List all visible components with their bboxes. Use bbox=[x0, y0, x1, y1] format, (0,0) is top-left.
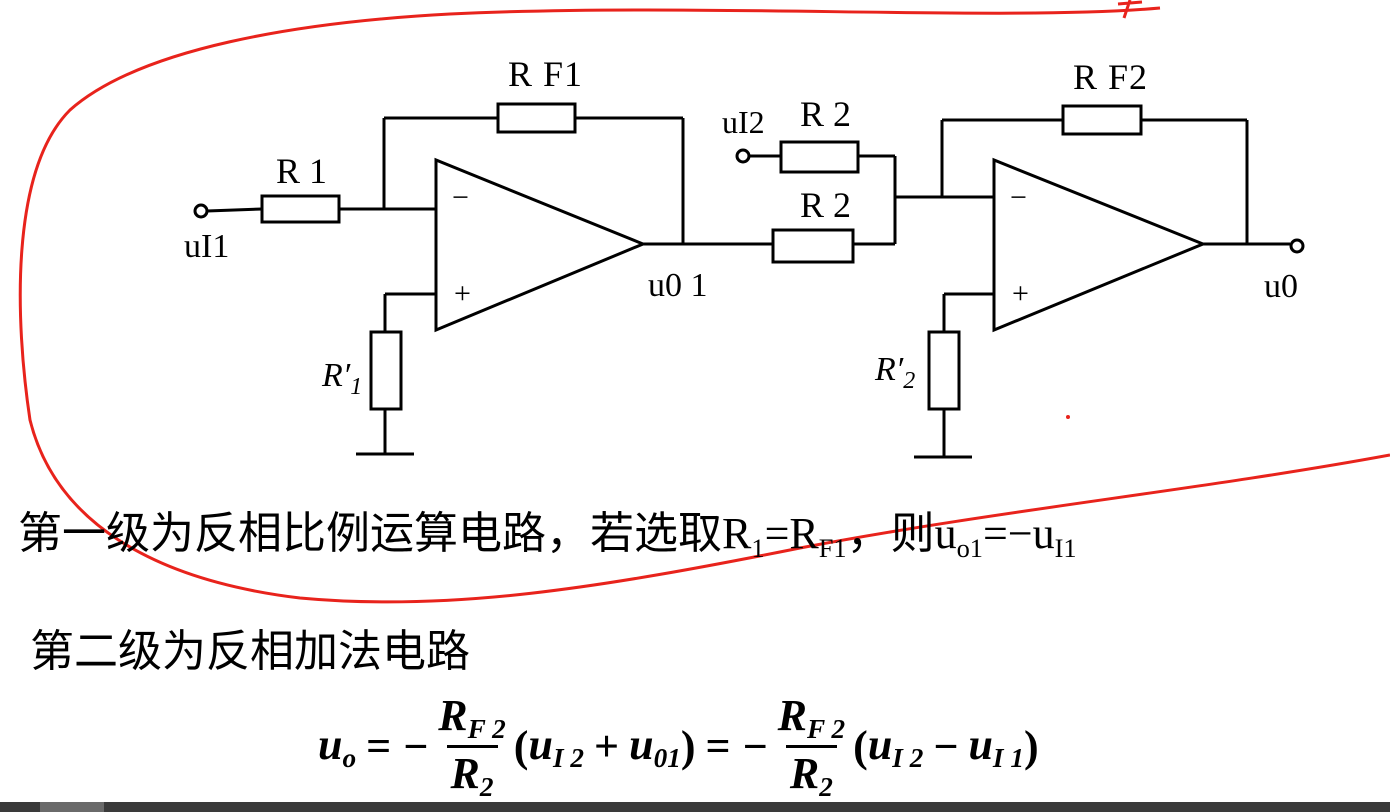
formula-eq: = bbox=[366, 722, 392, 772]
formula-uo1: u01 bbox=[629, 720, 681, 774]
formula-neg2: − bbox=[742, 722, 768, 772]
resistor-r2-bottom bbox=[771, 228, 855, 264]
annotation-dot bbox=[1066, 415, 1070, 419]
formula-minus: − bbox=[933, 722, 959, 772]
label-r1: R 1 bbox=[276, 151, 327, 191]
label-r2-bottom: R 2 bbox=[800, 185, 851, 225]
formula-fraction-1: RF 2 R2 bbox=[438, 691, 506, 803]
formula-fraction-2: RF 2 R2 bbox=[777, 691, 846, 803]
line1-part: =R bbox=[764, 509, 819, 558]
explanation-line-1: 第一级为反相比例运算电路，若选取R1=RF1，则uo1=−uI1 bbox=[18, 512, 1077, 562]
formula-lparen: ( bbox=[513, 722, 529, 772]
resistor-rf1 bbox=[496, 102, 577, 134]
label-rf2: R F2 bbox=[1073, 57, 1148, 97]
formula-rparen: ) bbox=[680, 722, 696, 772]
explanation-line-2: 第二级为反相加法电路 bbox=[30, 627, 470, 676]
label-uo: u0 bbox=[1264, 268, 1298, 305]
line1-sub: 1 bbox=[751, 533, 765, 564]
resistor-rf2 bbox=[1061, 104, 1143, 136]
annotation-tick bbox=[1117, 0, 1143, 19]
resistor-r2-top bbox=[779, 140, 860, 174]
player-progress-bar[interactable] bbox=[0, 802, 1390, 812]
wire bbox=[206, 207, 263, 213]
formula-ui2: uI 2 bbox=[528, 720, 584, 774]
line1-sub: I1 bbox=[1054, 533, 1077, 564]
line1-part: ，则u bbox=[846, 509, 957, 558]
annotation-loop bbox=[18, 6, 1390, 604]
formula-lparen: ( bbox=[853, 722, 868, 772]
terminal-ui2 bbox=[735, 148, 751, 164]
formula-eq2: = bbox=[705, 722, 731, 772]
formula-lhs: uo bbox=[318, 720, 357, 774]
label-minus-2: − bbox=[1010, 181, 1027, 214]
label-plus-1: + bbox=[454, 277, 471, 310]
formula-rparen: ) bbox=[1023, 722, 1039, 772]
label-r1-prime: R′1 bbox=[321, 357, 362, 400]
label-ui2: uI2 bbox=[722, 104, 765, 140]
label-minus-1: − bbox=[452, 181, 469, 214]
label-uo1: u0 1 bbox=[648, 267, 708, 304]
label-ui1: uI1 bbox=[184, 228, 229, 265]
progress-thumb[interactable] bbox=[40, 802, 104, 812]
summing-formula: uo = − RF 2 R2 ( uI 2 + u01 ) = − RF 2 R… bbox=[318, 690, 1039, 803]
formula-plus: + bbox=[594, 722, 620, 772]
label-r2-top: R 2 bbox=[800, 94, 851, 134]
line1-part: 第一级为反相比例运算电路，若选取R bbox=[18, 509, 752, 558]
op-amp-2 bbox=[992, 157, 1207, 333]
resistor-r1-prime bbox=[369, 330, 403, 411]
line1-sub: o1 bbox=[956, 533, 983, 564]
resistor-r2-prime bbox=[927, 330, 961, 411]
line1-part: =−u bbox=[983, 509, 1055, 558]
formula-ui1: uI 1 bbox=[968, 720, 1024, 774]
formula-neg: − bbox=[403, 722, 429, 772]
label-rf1: R F1 bbox=[508, 54, 583, 94]
op-amp-1 bbox=[434, 157, 647, 333]
formula-ui2b: uI 2 bbox=[867, 720, 924, 774]
resistor-r1 bbox=[260, 194, 341, 224]
label-r2-prime: R′2 bbox=[874, 351, 915, 394]
line1-sub: F1 bbox=[818, 533, 847, 564]
terminal-uo bbox=[1289, 238, 1305, 254]
label-plus-2: + bbox=[1012, 277, 1029, 310]
terminal-ui1 bbox=[193, 203, 209, 219]
